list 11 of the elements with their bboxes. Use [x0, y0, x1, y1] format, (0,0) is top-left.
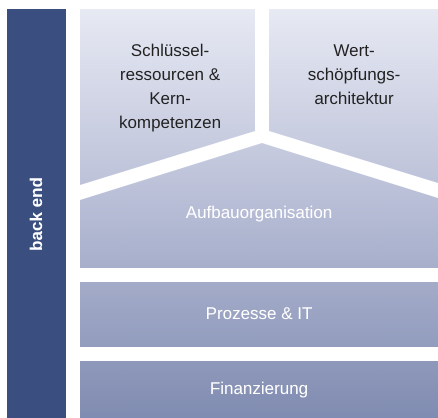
- side-bar: [7, 9, 66, 418]
- layer-label: Schlüssel- ressourcen & Kern- kompetenzen: [118, 40, 222, 134]
- layer-panel: [80, 9, 255, 185]
- layer-label: Finanzierung: [208, 378, 310, 400]
- layer-panel: [80, 361, 438, 418]
- layer-panel: [269, 9, 438, 183]
- layer-label: Prozesse & IT: [204, 303, 314, 325]
- layer-label: Wert- schöpfungs- architektur: [306, 40, 402, 110]
- side-label: back end: [26, 176, 46, 250]
- layer-label: Aufbauorganisation: [184, 202, 334, 224]
- layer-panel: [80, 282, 438, 347]
